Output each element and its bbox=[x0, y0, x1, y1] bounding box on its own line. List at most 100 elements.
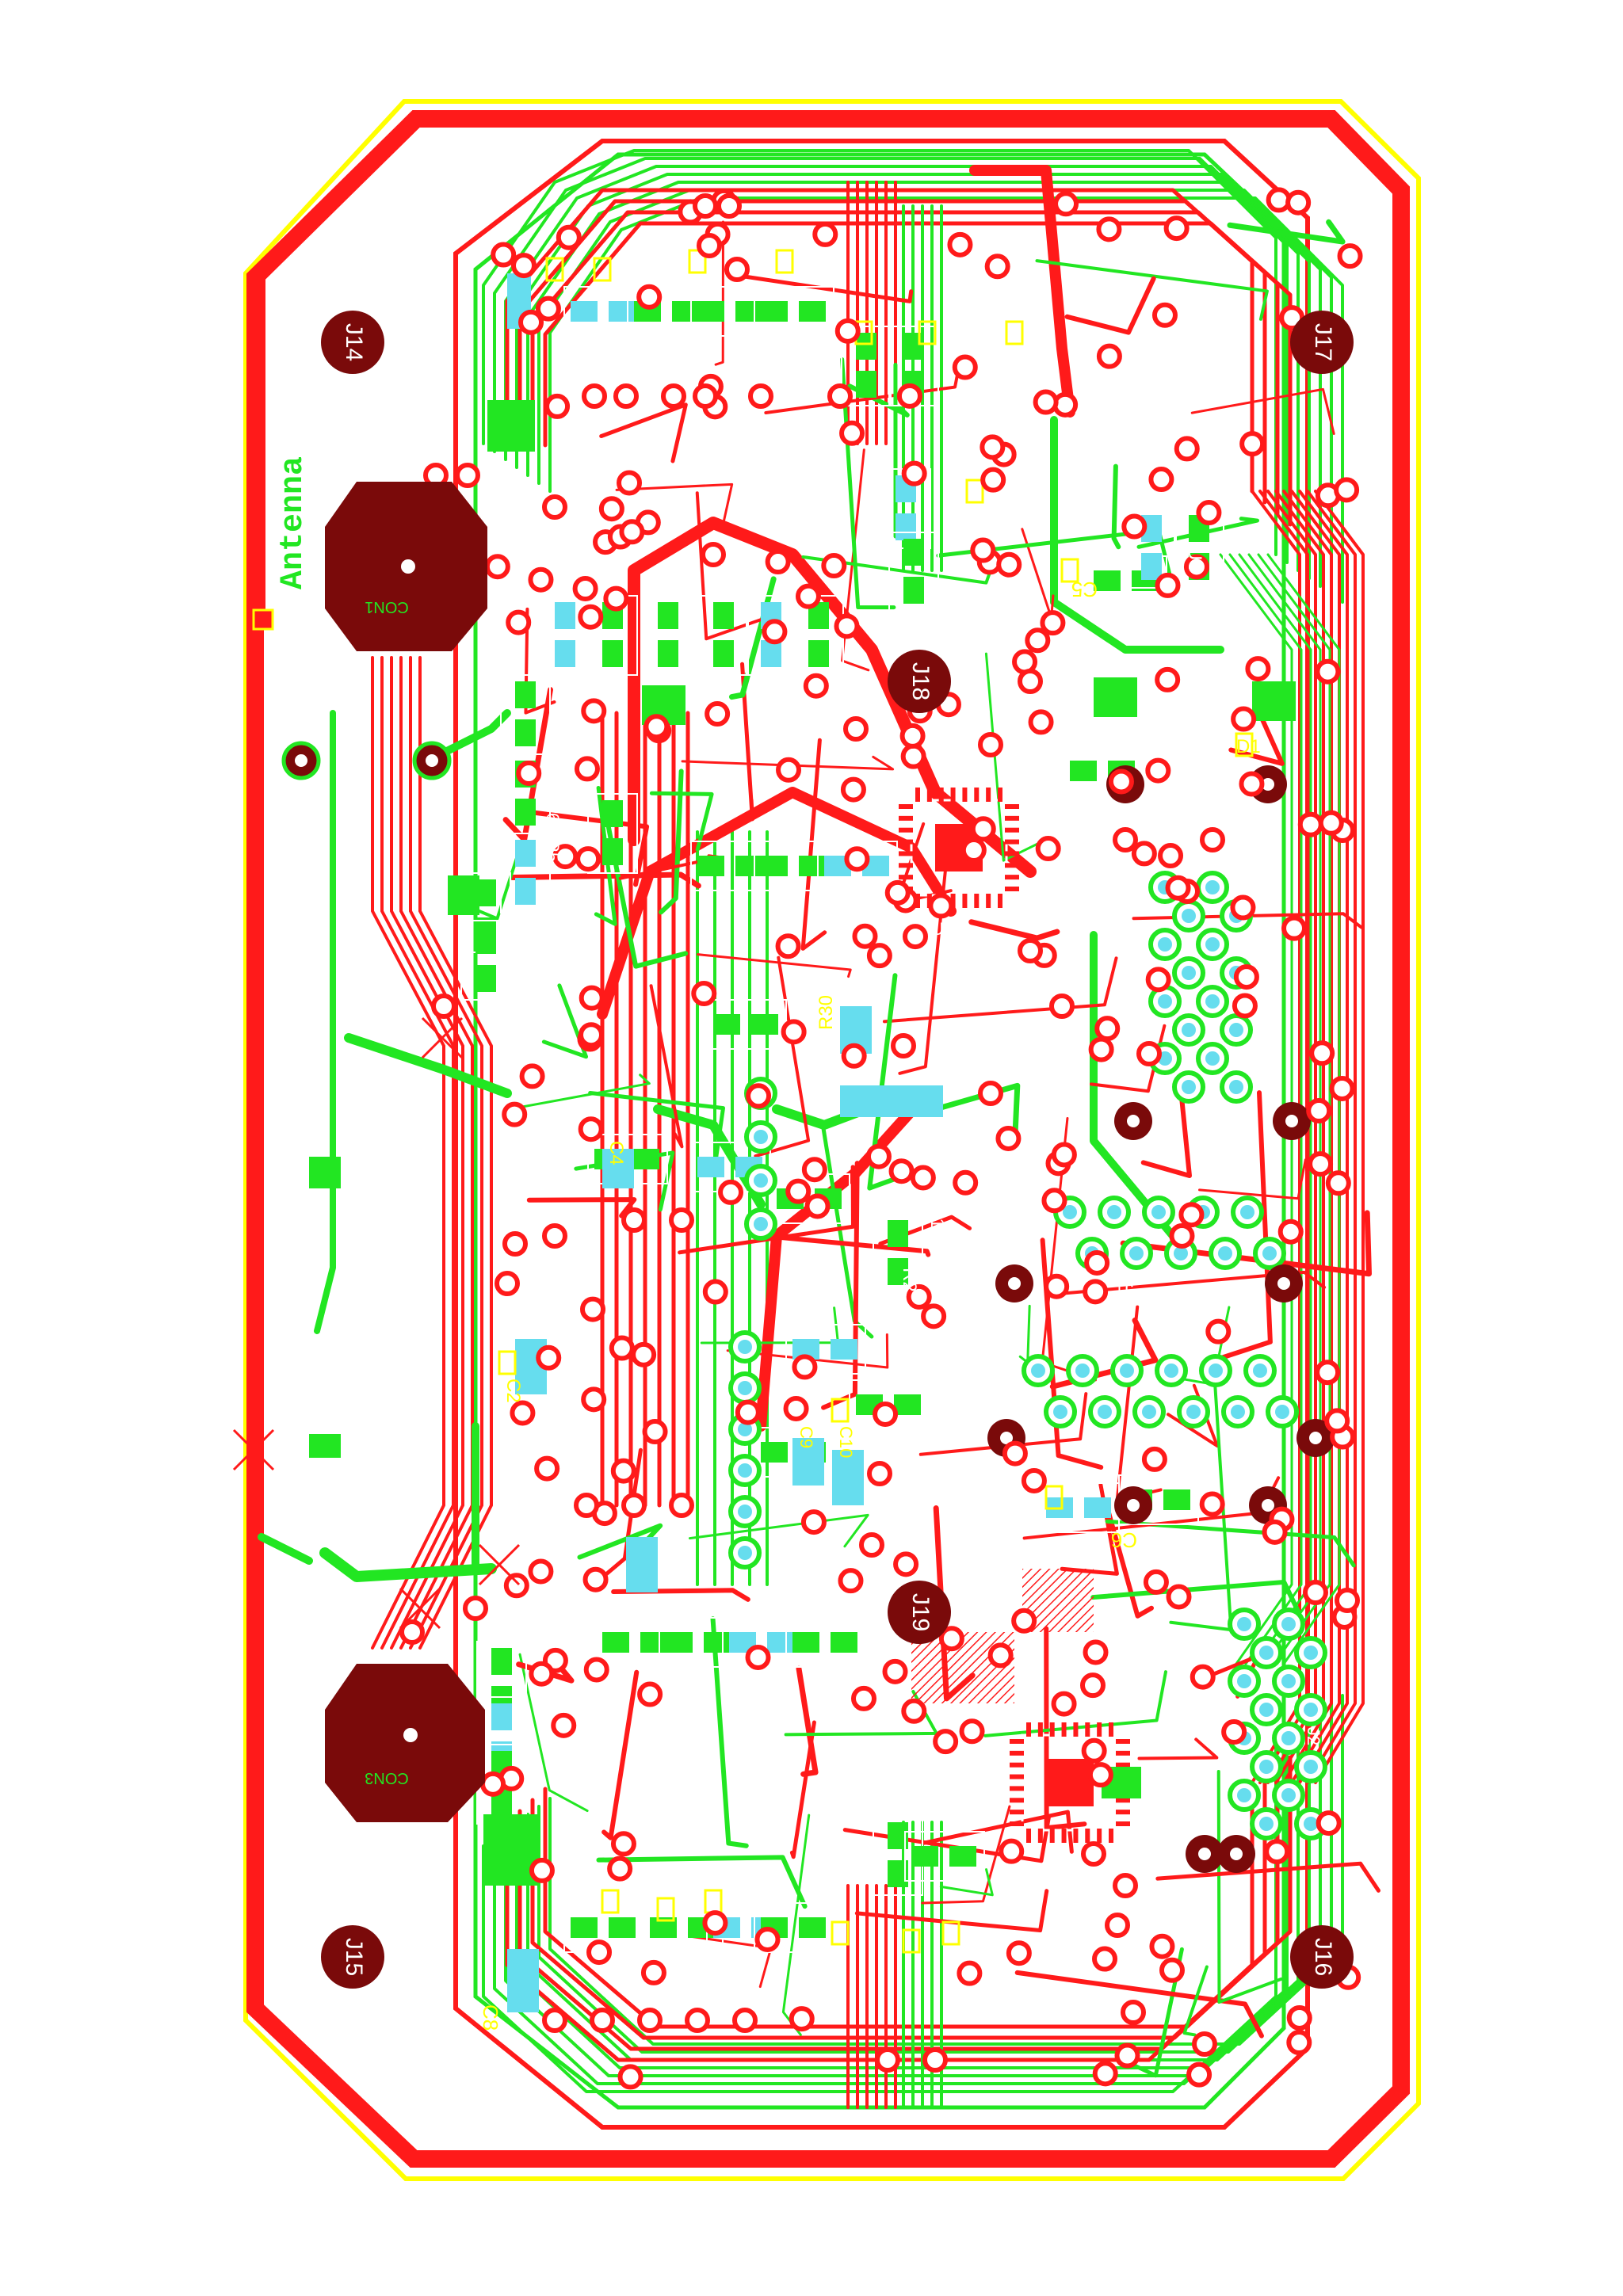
qfn-chip-bottom-pin bbox=[1085, 1829, 1090, 1843]
qfn-chip-bottom-pin bbox=[1010, 1821, 1024, 1826]
via bbox=[978, 1081, 1003, 1106]
via bbox=[1163, 215, 1190, 242]
trace-segment bbox=[681, 755, 895, 771]
via bbox=[746, 1083, 772, 1109]
header-pin-drill bbox=[1231, 1405, 1245, 1419]
qfn-chip-bottom-pin bbox=[1010, 1810, 1024, 1815]
via bbox=[1277, 1219, 1304, 1245]
via bbox=[891, 1033, 916, 1058]
smd-component-pad bbox=[491, 1703, 512, 1730]
via bbox=[1196, 500, 1222, 526]
via bbox=[1245, 656, 1271, 682]
via bbox=[953, 1169, 979, 1196]
smd-component-pad bbox=[808, 640, 829, 667]
qfn-chip-bottom-pin bbox=[1010, 1774, 1024, 1779]
header-pin-drill bbox=[1253, 1363, 1267, 1378]
header-pin-drill bbox=[1164, 1363, 1178, 1378]
via bbox=[844, 846, 870, 872]
mount-hole-label: J18 bbox=[907, 662, 934, 700]
test-point-drill bbox=[426, 754, 438, 767]
smd-component-outline bbox=[1063, 746, 1144, 796]
via bbox=[903, 924, 929, 950]
header-pin-drill bbox=[1158, 937, 1172, 952]
smd-component-outline bbox=[587, 793, 638, 874]
header-pin-drill bbox=[1259, 1703, 1274, 1717]
via bbox=[735, 1399, 761, 1425]
via bbox=[1159, 1957, 1185, 1983]
smd-component-pad bbox=[602, 800, 623, 827]
smd-component-pad bbox=[1084, 1497, 1111, 1518]
smd-component-pad bbox=[903, 333, 924, 360]
header-pin-drill bbox=[1281, 1731, 1296, 1745]
header-pin-drill bbox=[1275, 1405, 1289, 1419]
smd-component-pad bbox=[658, 640, 678, 667]
connector-mount-drill bbox=[1008, 1277, 1021, 1290]
qfn-chip-top-pin bbox=[899, 839, 913, 845]
via bbox=[775, 933, 801, 959]
smd-pad-highlight bbox=[507, 1949, 539, 2012]
mount-hole-j17: J17 bbox=[1290, 311, 1354, 374]
qfn-chip-top-pin bbox=[1005, 863, 1019, 868]
smd-pad-highlight bbox=[832, 1450, 864, 1505]
header-pin-drill bbox=[1259, 1817, 1274, 1831]
silkscreen-mark bbox=[941, 1920, 960, 1946]
via bbox=[783, 1395, 809, 1421]
trace-segment bbox=[695, 491, 764, 641]
silkscreen-mark bbox=[498, 1350, 517, 1375]
qfn-chip-top-pin bbox=[1005, 827, 1019, 833]
via bbox=[502, 1231, 528, 1257]
header-pin-drill bbox=[1031, 1363, 1045, 1378]
via bbox=[1329, 1075, 1355, 1101]
connector-con3: CON3 bbox=[325, 1664, 485, 1822]
via bbox=[980, 467, 1006, 493]
header-pin-drill bbox=[1209, 1363, 1223, 1378]
smd-component-outline bbox=[849, 1379, 930, 1430]
connector-label: CON1 bbox=[365, 598, 409, 616]
via bbox=[1033, 389, 1059, 415]
qfn-chip-top-pin bbox=[899, 851, 913, 856]
designator-r30: R30 bbox=[815, 995, 837, 1030]
via bbox=[1081, 1737, 1107, 1764]
designator-r6: R6 bbox=[543, 800, 563, 822]
header-pin-drill bbox=[1218, 1246, 1232, 1261]
trace-segment bbox=[939, 1868, 994, 1897]
via bbox=[1131, 841, 1157, 867]
via bbox=[1018, 669, 1043, 694]
connector-mount-drill bbox=[1127, 1499, 1140, 1512]
connector-mount-drill bbox=[1277, 1277, 1290, 1290]
trace-segment bbox=[697, 953, 852, 978]
via bbox=[899, 723, 926, 749]
via bbox=[516, 760, 542, 786]
header-pin-drill bbox=[1182, 966, 1196, 980]
via bbox=[1166, 1584, 1192, 1610]
trace-segment bbox=[1198, 1158, 1307, 1200]
header-pin-drill bbox=[1281, 1674, 1296, 1688]
via bbox=[1092, 2061, 1118, 2087]
trace-power-red bbox=[597, 787, 957, 1020]
qfn-chip-top-pin bbox=[915, 788, 920, 802]
smd-component-pad bbox=[602, 838, 623, 865]
mount-hole-j16: J16 bbox=[1290, 1925, 1354, 1989]
designator-c9: C9 bbox=[796, 1426, 816, 1448]
trace-bundle-left-red bbox=[371, 656, 445, 1650]
via bbox=[631, 1341, 657, 1367]
via bbox=[859, 1532, 884, 1558]
trace-segment bbox=[984, 652, 1041, 862]
designator-c2: C2 bbox=[502, 1379, 524, 1403]
smd-component-pad bbox=[1141, 553, 1162, 580]
silkscreen-mark bbox=[1044, 1485, 1064, 1510]
qfn-chip-top bbox=[910, 799, 1008, 897]
trace-segment bbox=[1018, 1304, 1031, 1364]
qfn-chip-top-pin bbox=[899, 804, 913, 809]
smd-component-pad bbox=[761, 640, 781, 667]
via bbox=[762, 619, 788, 645]
trace-power-green bbox=[258, 1533, 313, 1565]
trace-bundle-bottom-green bbox=[548, 1694, 1344, 2046]
via bbox=[1096, 216, 1122, 242]
header-pin-drill bbox=[1304, 1703, 1318, 1717]
via bbox=[1081, 1841, 1106, 1867]
via bbox=[661, 383, 686, 409]
header-pin-drill bbox=[1237, 1674, 1251, 1688]
via bbox=[724, 257, 750, 282]
trace-bundle-right-red bbox=[1314, 490, 1365, 1784]
